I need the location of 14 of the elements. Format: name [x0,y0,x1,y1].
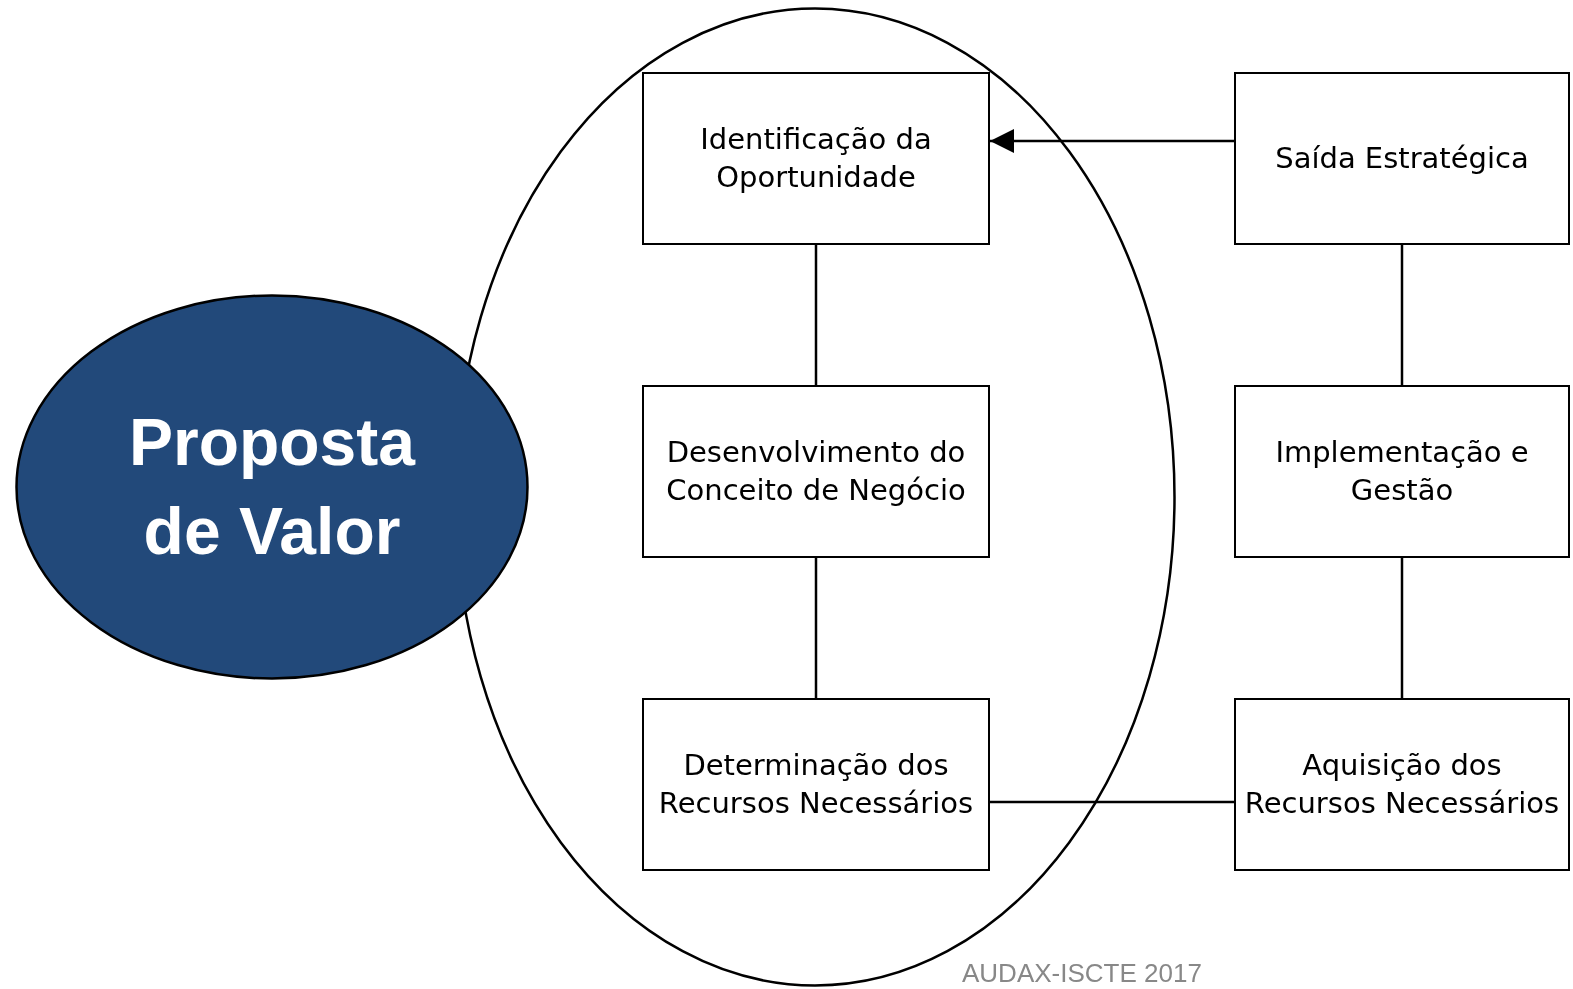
process-box: Identificação da Oportunidade [642,72,990,245]
connector-line [1400,558,1404,698]
connector-line [814,558,818,698]
connector-line [814,245,818,385]
process-box: Desenvolvimento do Conceito de Negócio [642,385,990,558]
process-box: Aquisição dos Recursos Necessários [1234,698,1570,871]
ellipse-title: Proposta de Valor [127,403,417,570]
process-box: Determinação dos Recursos Necessários [642,698,990,871]
connector-line [990,800,1234,804]
process-box: Saída Estratégica [1234,72,1570,245]
arrow [990,129,1234,153]
process-box: Implementação e Gestão [1234,385,1570,558]
source-note: AUDAX-ISCTE 2017 [962,958,1202,988]
connector-line [1400,245,1404,385]
